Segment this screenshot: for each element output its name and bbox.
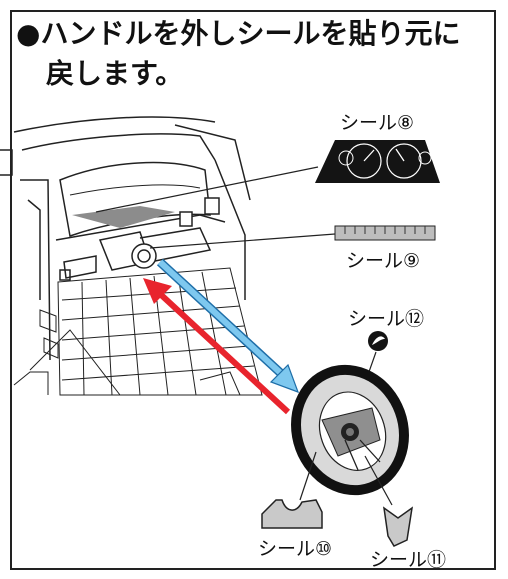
seal-8-gauge-decal [315, 140, 440, 183]
seal-12-emblem [368, 331, 388, 351]
remove-arrow [156, 258, 300, 394]
seal-10-label: シール⑩ [258, 538, 333, 560]
leader-line-seal-9 [149, 233, 336, 249]
seal-10-decal [261, 499, 323, 529]
instruction-line-1: ハンドルを外しシールを貼り元に [40, 17, 461, 50]
leader-line-seal-11 [364, 455, 393, 506]
seal-12-label: シール⑫ [348, 308, 425, 330]
instruction-title: ●ハンドルを外しシールを貼り元に 戻します。 [16, 14, 496, 94]
steering-wheel [291, 364, 409, 496]
seal-9-strip-decal [334, 225, 436, 241]
reattach-arrow [143, 278, 291, 415]
seal-11-decal [383, 506, 414, 547]
cockpit-drawing [0, 116, 251, 361]
floor-grid [13, 267, 263, 396]
seal-8-label: シール⑧ [340, 112, 415, 134]
instruction-line-2: 戻します。 [46, 57, 184, 90]
instruction-panel [10, 10, 496, 570]
leader-line-seal-8 [95, 166, 319, 213]
bullet: ● [16, 17, 41, 50]
seal-11-label: シール⑪ [370, 549, 447, 571]
leader-line-seal-10 [299, 451, 317, 501]
seal-9-label: シール⑨ [346, 250, 421, 272]
